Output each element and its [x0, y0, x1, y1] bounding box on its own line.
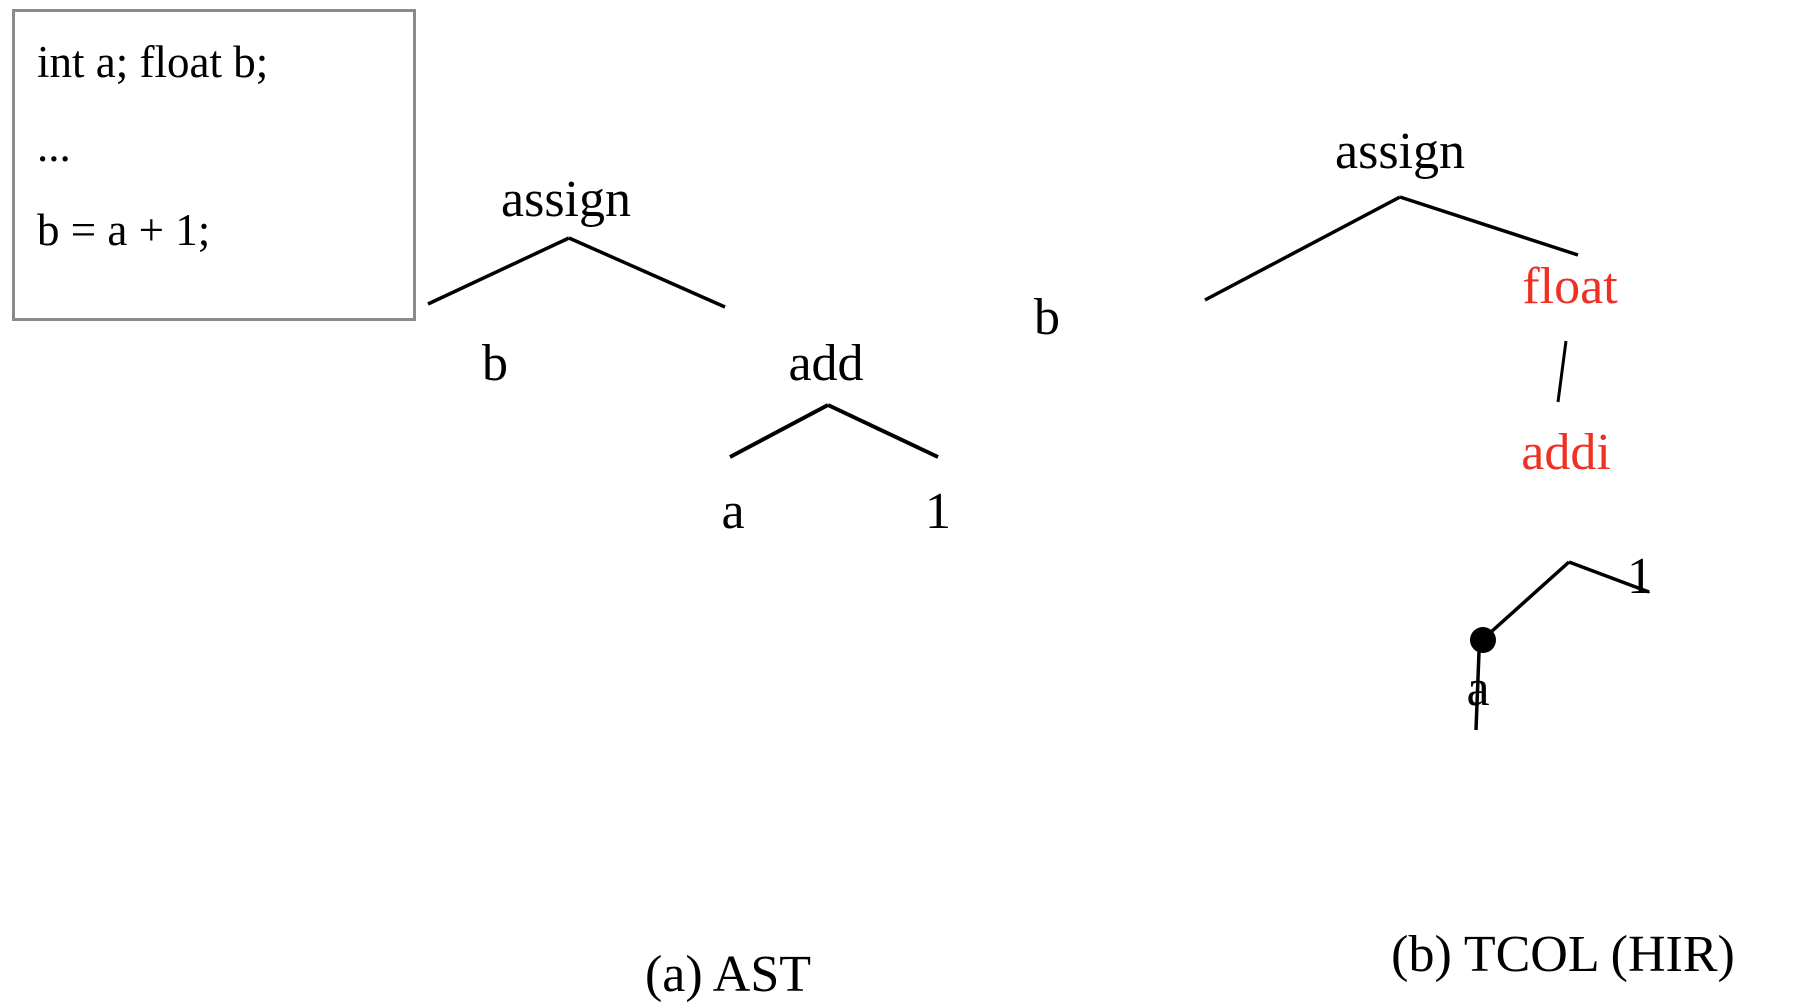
- ast-edge-assign-add: [568, 236, 726, 309]
- hir-node-addi: addi: [1521, 424, 1611, 481]
- hir-node-assign: assign: [1335, 123, 1465, 180]
- hir-reference-dot: [1470, 627, 1496, 653]
- code-line-3: b = a + 1;: [37, 205, 211, 255]
- hir-edge-float-addi: [1556, 340, 1568, 403]
- hir-edge-assign-float: [1399, 195, 1579, 257]
- ast-edge-assign-b: [427, 236, 570, 306]
- hir-node-a: a: [1466, 660, 1490, 717]
- caption-ast: (a) AST: [644, 946, 812, 1002]
- ast-node-add: add: [788, 335, 864, 392]
- code-line-1: int a; float b;: [37, 37, 269, 87]
- hir-edge-assign-b: [1204, 195, 1401, 302]
- ast-edge-add-a: [729, 403, 829, 459]
- ast-edge-add-1: [827, 403, 939, 459]
- hir-node-b: b: [1034, 289, 1060, 346]
- caption-hir: (b) TCOL (HIR): [1391, 926, 1735, 983]
- ast-node-a: a: [721, 483, 745, 540]
- ast-node-assign: assign: [501, 171, 631, 228]
- hir-node-1: 1: [1627, 548, 1653, 605]
- hir-edge-addi-dot: [1489, 560, 1571, 634]
- code-line-2: ...: [37, 121, 71, 171]
- source-code-box: int a; float b; ... b = a + 1;: [12, 9, 416, 321]
- hir-node-float: float: [1522, 258, 1618, 315]
- ast-node-1: 1: [925, 483, 951, 540]
- ast-node-b: b: [482, 335, 508, 392]
